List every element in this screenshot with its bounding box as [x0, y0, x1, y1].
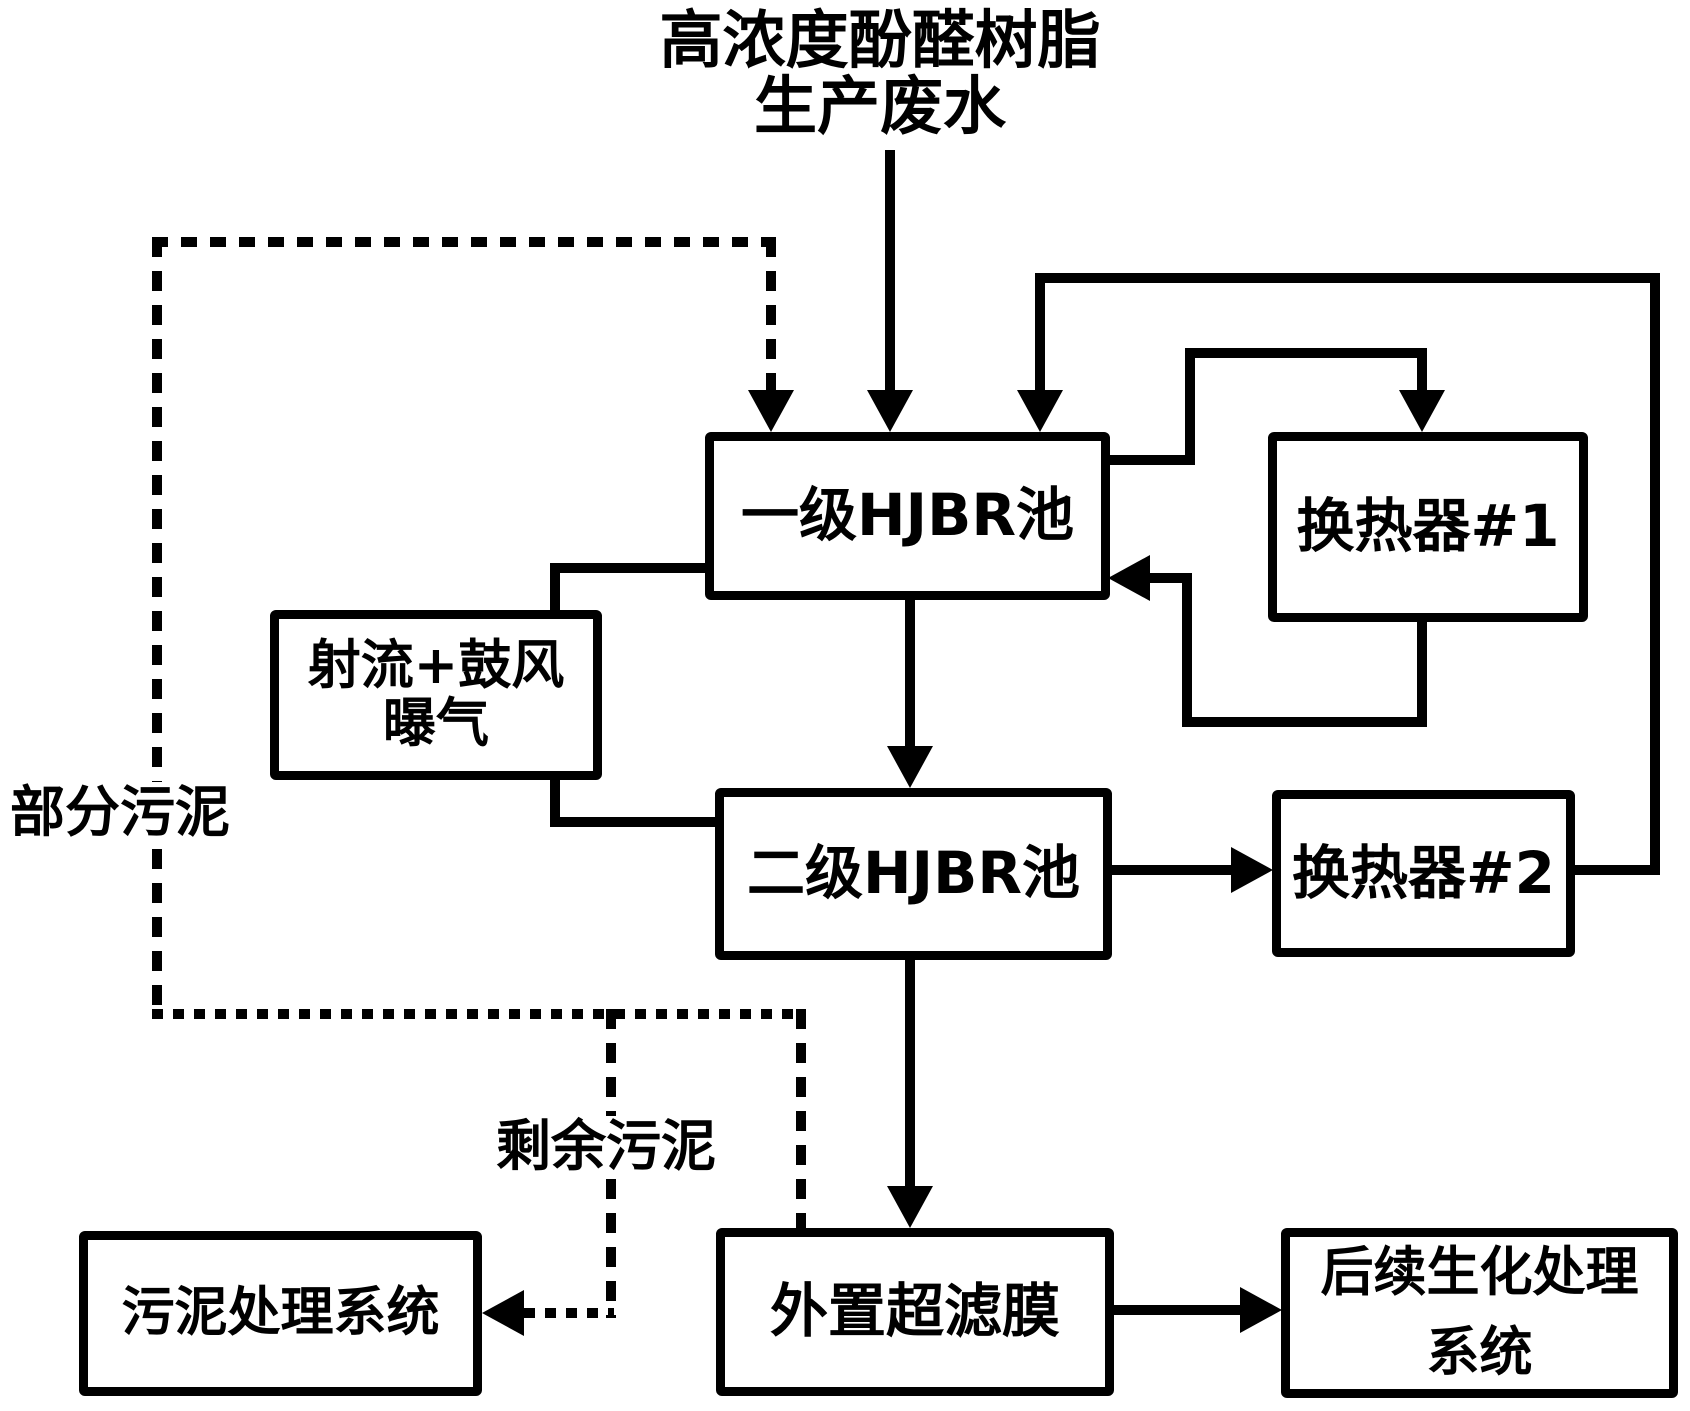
jet-to-hjbr1-riser — [550, 563, 560, 615]
hx2-feedback-drop — [1035, 273, 1045, 395]
box-hjbr2-label: 二级HJBR池 — [747, 839, 1080, 908]
hx1-return-shaft — [1148, 573, 1192, 583]
box-uf-membrane-label: 外置超滤膜 — [769, 1277, 1060, 1346]
uf-to-bio-line — [1112, 1305, 1244, 1315]
hjbr2-to-hx2-line — [1110, 865, 1235, 875]
box-hjbr1: 一级HJBR池 — [705, 432, 1110, 600]
jet-to-hjbr1-line — [550, 563, 710, 573]
hjbr1-to-hx1-riser — [1185, 348, 1195, 465]
hx2-feedback-horizontal — [1035, 273, 1660, 283]
box-subsequent-bio-system: 后续生化处理 系统 — [1281, 1228, 1678, 1398]
hjbr1-to-hx1-arrowhead-icon — [1399, 390, 1445, 432]
box-heat-exchanger-2-label: 换热器#2 — [1292, 838, 1555, 907]
diagram-title: 高浓度酚醛树脂 生产废水 — [580, 4, 1180, 144]
hjbr1-to-hjbr2-arrowhead-icon — [887, 746, 933, 788]
box-jet-aeration-line1: 射流+鼓风 — [307, 634, 565, 696]
hx2-out-line — [1573, 865, 1660, 875]
hx1-return-bottom — [1182, 717, 1427, 727]
box-subsequent-bio-system-line1: 后续生化处理 — [1320, 1241, 1639, 1303]
box-heat-exchanger-1: 换热器#1 — [1268, 432, 1588, 622]
hx1-return-riser — [1182, 573, 1192, 727]
box-heat-exchanger-2: 换热器#2 — [1272, 790, 1575, 957]
box-uf-membrane: 外置超滤膜 — [716, 1228, 1114, 1396]
hx2-feedback-arrowhead-icon — [1017, 390, 1063, 432]
jet-to-hjbr2-drop — [550, 777, 560, 827]
box-subsequent-bio-system-line2: 系统 — [1426, 1322, 1533, 1383]
excess-sludge-label: 剩余污泥 — [494, 1114, 719, 1178]
hx1-return-drop — [1417, 620, 1427, 727]
box-heat-exchanger-1-label: 换热器#1 — [1296, 492, 1560, 561]
hx2-feedback-vertical — [1650, 273, 1660, 875]
sludge-recycle-top-dashed — [152, 237, 776, 247]
hjbr1-to-hx1-top — [1185, 348, 1427, 358]
jet-to-hjbr2-line — [550, 817, 720, 827]
partial-sludge-label: 部分污泥 — [8, 780, 233, 844]
excess-sludge-arrowhead-icon — [482, 1290, 524, 1336]
box-sludge-treatment: 污泥处理系统 — [79, 1231, 482, 1396]
feed-line — [885, 150, 895, 395]
hjbr2-to-hx2-arrowhead-icon — [1231, 847, 1273, 893]
box-hjbr2: 二级HJBR池 — [715, 788, 1112, 960]
diagram-title-line1: 高浓度酚醛树脂 — [659, 4, 1101, 77]
hjbr2-to-uf-arrowhead-icon — [887, 1186, 933, 1228]
diagram-title-line2: 生产废水 — [754, 70, 1006, 144]
excess-sludge-horizontal-dotted — [524, 1308, 614, 1318]
box-sludge-treatment-label: 污泥处理系统 — [121, 1282, 440, 1344]
uf-sludge-riser-dashed — [796, 1009, 806, 1230]
hx1-return-arrowhead-icon — [1108, 555, 1150, 601]
box-hjbr1-label: 一级HJBR池 — [741, 481, 1074, 550]
sludge-recycle-horizontal-dotted — [152, 1009, 806, 1019]
hjbr2-to-uf-line — [905, 958, 915, 1190]
sludge-recycle-drop-dashed — [766, 237, 776, 395]
sludge-recycle-left-vertical-dashed — [152, 237, 162, 1019]
hjbr1-to-hx1-exit — [1108, 455, 1195, 465]
hjbr1-to-hx1-drop — [1417, 348, 1427, 395]
uf-to-bio-arrowhead-icon — [1240, 1287, 1282, 1333]
box-jet-aeration: 射流+鼓风 曝气 — [270, 610, 602, 780]
feed-arrowhead-icon — [867, 390, 913, 432]
hjbr1-to-hjbr2-line — [905, 598, 915, 750]
sludge-recycle-arrowhead-icon — [748, 390, 794, 432]
box-jet-aeration-line2: 曝气 — [383, 693, 489, 754]
